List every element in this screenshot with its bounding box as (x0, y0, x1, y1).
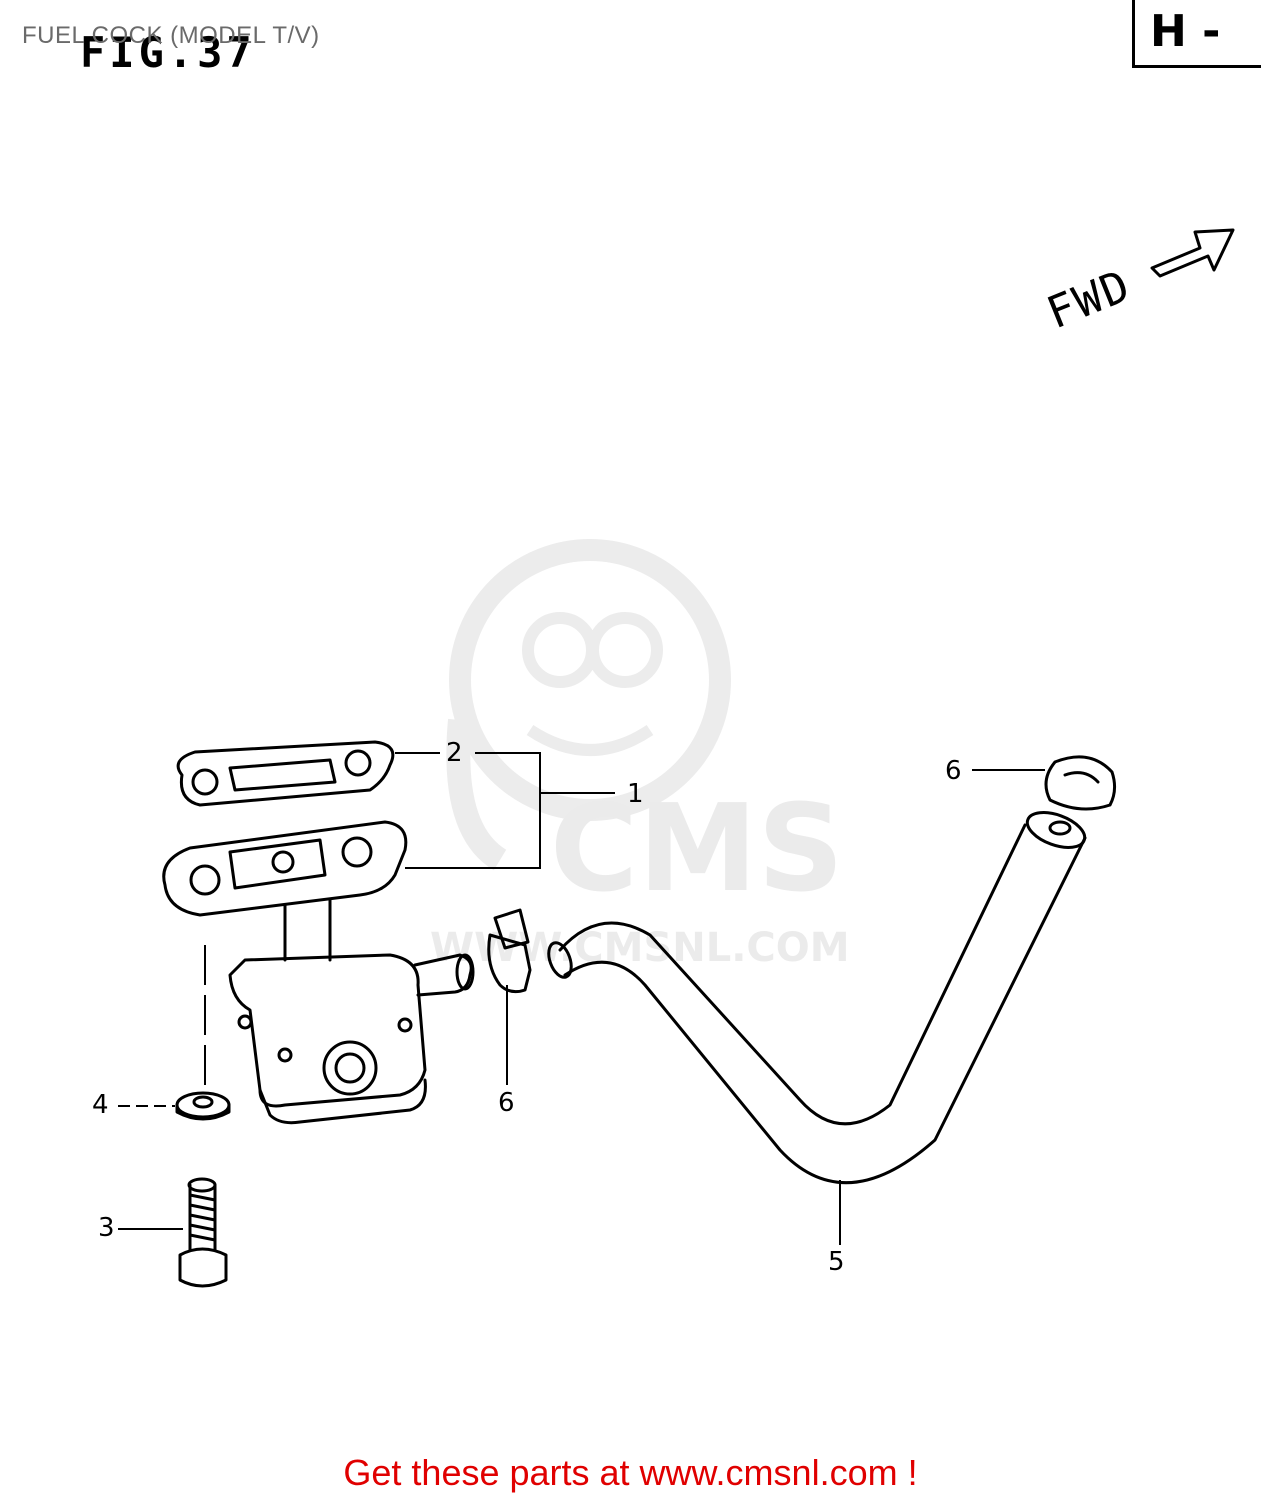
section-box (1132, 0, 1261, 68)
leader-line-2 (395, 752, 615, 869)
fuel-cock-part (162, 820, 475, 1125)
figure-number: FIG.37 (80, 28, 256, 77)
footer-link[interactable]: Get these parts at www.cmsnl.com ! (343, 1452, 918, 1493)
page-title: FUEL COCK (MODEL T/V) (22, 22, 320, 49)
section-code: H - (1150, 6, 1221, 57)
hose-part (547, 811, 1087, 1184)
clip-left-part (487, 908, 532, 994)
callout-clip-right: 6 (945, 756, 962, 786)
washer-part (175, 1091, 231, 1121)
callout-cock-assy: 1 (627, 779, 644, 809)
bolt-part (178, 1177, 228, 1288)
callout-bolt: 3 (98, 1213, 115, 1243)
callout-clip-left: 6 (498, 1088, 515, 1118)
callout-gasket: 2 (446, 738, 463, 768)
clip-right-part (1044, 755, 1117, 811)
fwd-arrow-icon (1150, 228, 1235, 278)
callout-washer: 4 (92, 1090, 109, 1120)
callout-hose: 5 (828, 1247, 845, 1277)
gasket-part (176, 740, 395, 807)
